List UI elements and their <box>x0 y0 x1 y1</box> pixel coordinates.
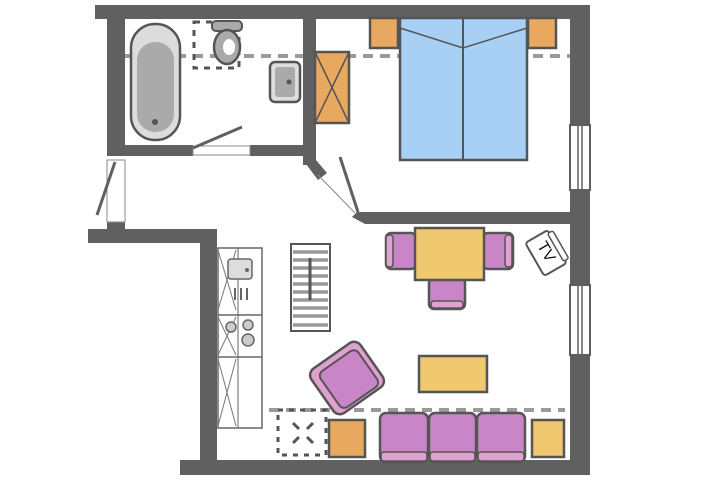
side-table-left <box>327 418 367 459</box>
coffee-table <box>417 354 489 394</box>
wall-bathroom-left <box>107 5 125 155</box>
sofa <box>378 411 527 464</box>
door-bathroom[interactable] <box>192 125 251 156</box>
side-table-right <box>530 418 566 459</box>
wall-right-1 <box>570 5 590 125</box>
nightstand-left <box>368 16 400 50</box>
window-bedroom <box>569 124 591 191</box>
radiator <box>290 243 331 332</box>
stove <box>225 319 255 347</box>
chair-bottom <box>427 276 467 311</box>
plant-outline <box>276 408 328 457</box>
bed <box>398 16 529 162</box>
window-living <box>569 284 591 356</box>
toilet <box>192 20 243 70</box>
wall-top <box>95 5 590 19</box>
wall-entry-jamb <box>107 222 125 232</box>
bathtub <box>129 22 182 142</box>
wall-bedroom-bottom <box>352 212 590 224</box>
dining-table <box>413 226 486 282</box>
wall-right-2 <box>570 190 590 285</box>
wall-door-jamb <box>303 160 327 180</box>
wall-right-3 <box>570 355 590 475</box>
chair-right <box>481 231 515 271</box>
bathroom-sink <box>268 60 302 104</box>
wall-bathroom-bottom-left <box>107 145 193 156</box>
tv: TV <box>525 230 569 276</box>
nightstand-right <box>526 16 558 50</box>
chair-left <box>384 231 418 271</box>
wall-living-left <box>200 229 217 475</box>
wall-bathroom-bottom-right <box>250 145 310 156</box>
door-bedroom[interactable] <box>317 156 360 214</box>
wall-partition <box>303 5 316 165</box>
door-entrance[interactable] <box>95 159 126 223</box>
wall-bottom <box>180 460 590 475</box>
walls <box>88 5 590 475</box>
wall-corridor-bottom <box>88 229 217 243</box>
armchair <box>308 340 386 416</box>
kitchen-sink <box>227 258 253 300</box>
